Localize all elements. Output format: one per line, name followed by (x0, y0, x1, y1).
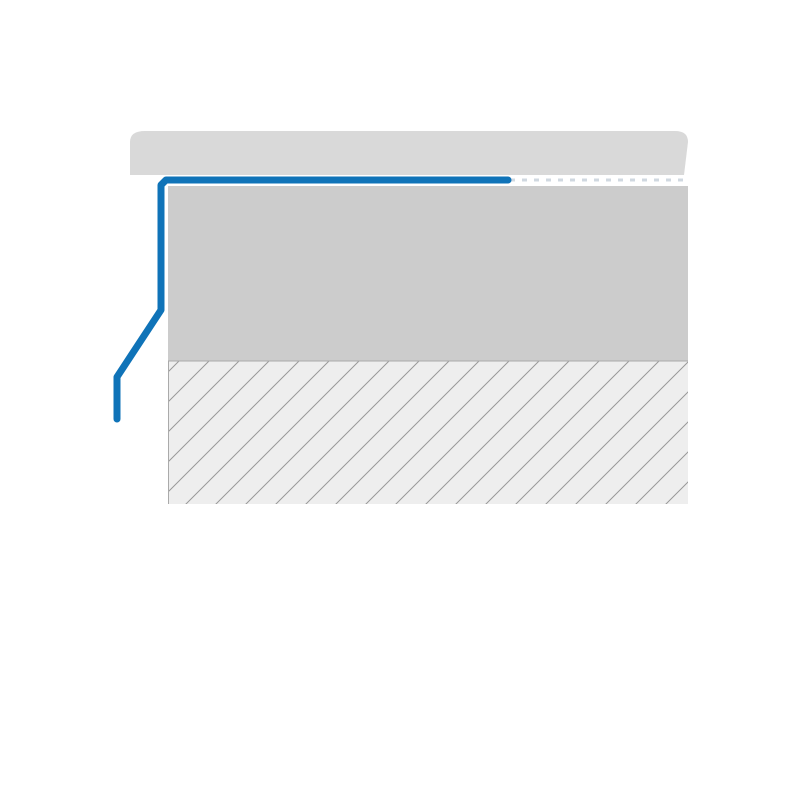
solid-layer (168, 186, 688, 361)
top-cap-slab (130, 131, 688, 175)
hatched-layer (168, 361, 688, 504)
profile-line (113, 176, 512, 423)
